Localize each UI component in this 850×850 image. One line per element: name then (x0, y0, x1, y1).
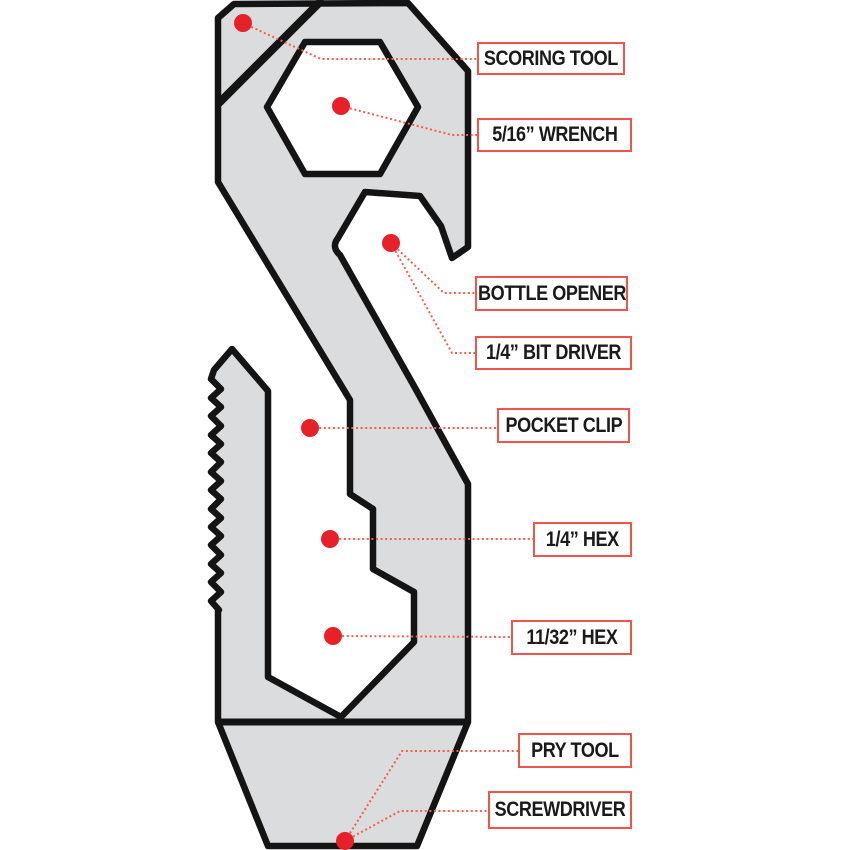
scoring-edge-line (215, 0, 324, 107)
label-bit-driver-text: 1/4” BIT DRIVER (485, 341, 622, 364)
leader-bottle-opener (390, 242, 475, 294)
label-scoring-tool: SCORING TOOL (477, 42, 625, 75)
leader-pry-tool (344, 750, 518, 842)
scoring-tool-marker (234, 14, 252, 32)
leader-bit-driver (390, 242, 475, 354)
leader-screwdriver (344, 810, 488, 842)
leader-wrench (340, 105, 477, 136)
label-quarter-hex: 1/4” HEX (533, 522, 632, 557)
label-screwdriver-text: SCREWDRIVER (494, 798, 626, 821)
tool-silhouette (207, 0, 472, 850)
label-quarter-hex-text: 1/4” HEX (546, 527, 619, 551)
label-pocket-clip: POCKET CLIP (497, 408, 630, 443)
label-pry-tool-text: PRY TOOL (531, 738, 619, 762)
pocket-clip-marker (301, 419, 319, 437)
pry-and-screwdriver-marker (336, 832, 354, 850)
leader-hex-11-32 (332, 635, 512, 638)
wrench-marker (332, 97, 350, 115)
label-scoring-tool-text: SCORING TOOL (484, 46, 619, 70)
label-pocket-clip-text: POCKET CLIP (505, 413, 622, 437)
label-hex-11-32: 11/32” HEX (511, 620, 632, 655)
label-bottle-opener: BOTTLE OPENER (475, 276, 628, 311)
label-bottle-opener-text: BOTTLE OPENER (477, 281, 626, 305)
label-wrench-text: 5/16” WRENCH (491, 123, 618, 146)
label-pry-tool: PRY TOOL (518, 733, 632, 768)
label-wrench: 5/16” WRENCH (477, 118, 632, 152)
label-hex-11-32-text: 11/32” HEX (525, 625, 618, 649)
quarter-hex-marker (321, 530, 339, 548)
label-screwdriver: SCREWDRIVER (488, 791, 632, 829)
hex-11-32-marker (324, 627, 342, 645)
leader-scoring-tool (242, 22, 477, 60)
label-bit-driver: 1/4” BIT DRIVER (475, 336, 632, 370)
bottle-opener-and-bit-driver-marker (382, 234, 400, 252)
